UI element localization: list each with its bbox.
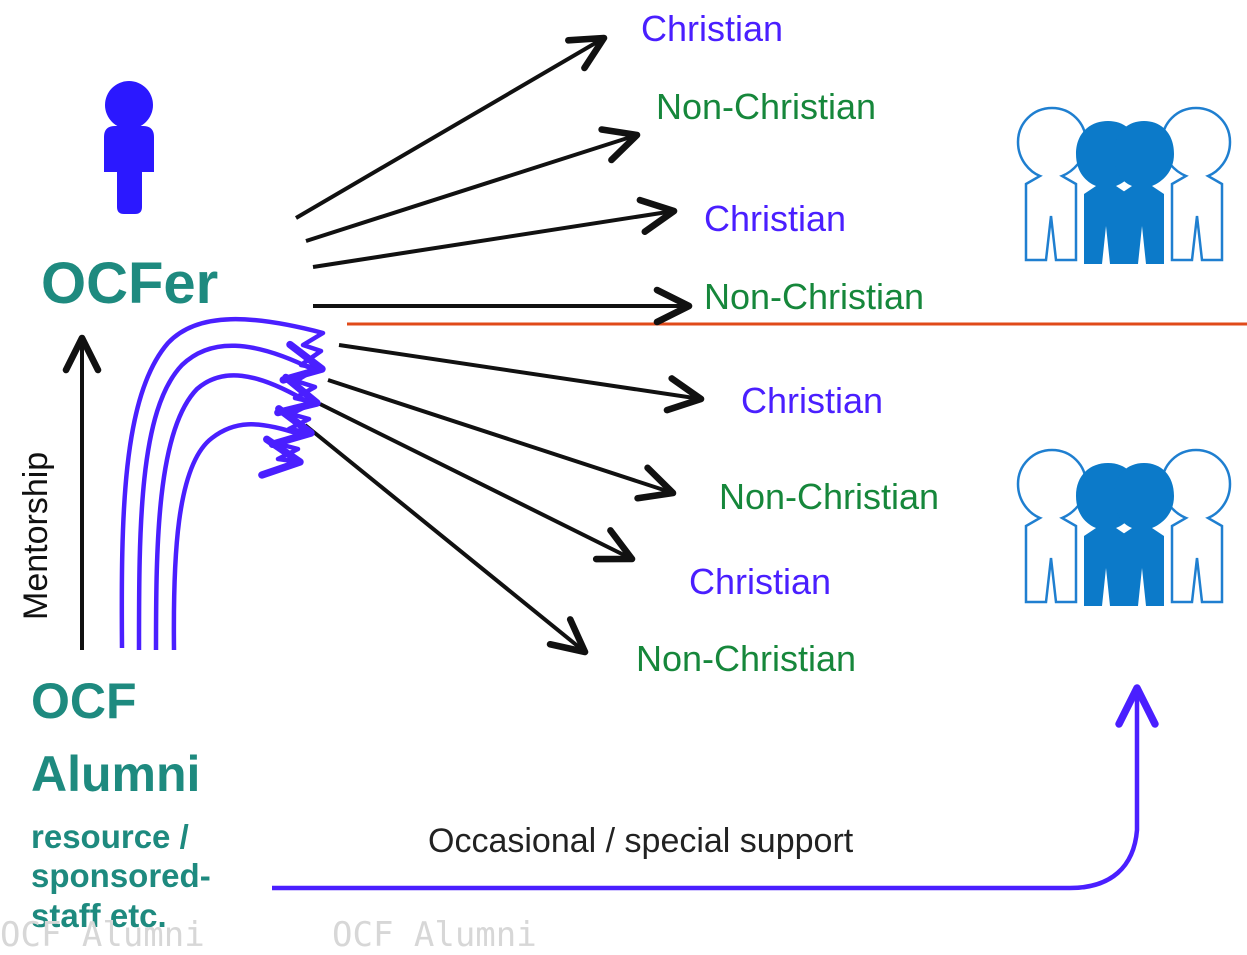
arrow-lower-4 [303,423,589,656]
arrow-upper-2 [305,126,641,243]
arrow-lower-2 [327,378,677,502]
person-icon [104,81,154,214]
alumni-title-line-1: OCF [31,673,137,729]
arrow-upper-3 [312,196,678,269]
arrow-lower-1 [338,343,705,414]
arrow-upper-1 [294,34,608,220]
christian-label-mid-lower: Christian [741,380,884,421]
alumni-subtext-line-2: sponsored- [31,857,211,894]
group-people-icon [1016,448,1232,606]
christian-label-bottom: Christian [689,561,832,602]
alumni-subtext-line-3: staff etc. [31,897,167,934]
watermark-left: OCF Alumni [0,915,205,955]
arrow-lower-3 [319,402,636,563]
blue-curve-3 [153,373,315,651]
watermark-right: OCF Alumni [332,915,537,955]
ocfer-title: OCFer [41,251,219,316]
support-arrow [272,684,1159,891]
alumni-subtext-line-1: resource / [31,818,189,855]
non-christian-label-mid-upper: Non-Christian [704,276,925,317]
non-christian-label-bottom: Non-Christian [636,638,857,679]
non-christian-label-top: Non-Christian [656,86,877,127]
blue-curve-4 [171,422,304,651]
christian-label-mid-upper: Christian [704,198,847,239]
support-label: Occasional / special support [428,822,854,860]
blue-curve-1 [119,317,326,649]
alumni-title-line-2: Alumni [31,746,201,802]
group-people-icon [1016,106,1232,264]
blue-curve-2 [136,343,321,651]
christian-label-top: Christian [641,8,784,49]
mentorship-label: Mentorship [17,451,55,620]
non-christian-label-mid-lower: Non-Christian [719,476,940,517]
